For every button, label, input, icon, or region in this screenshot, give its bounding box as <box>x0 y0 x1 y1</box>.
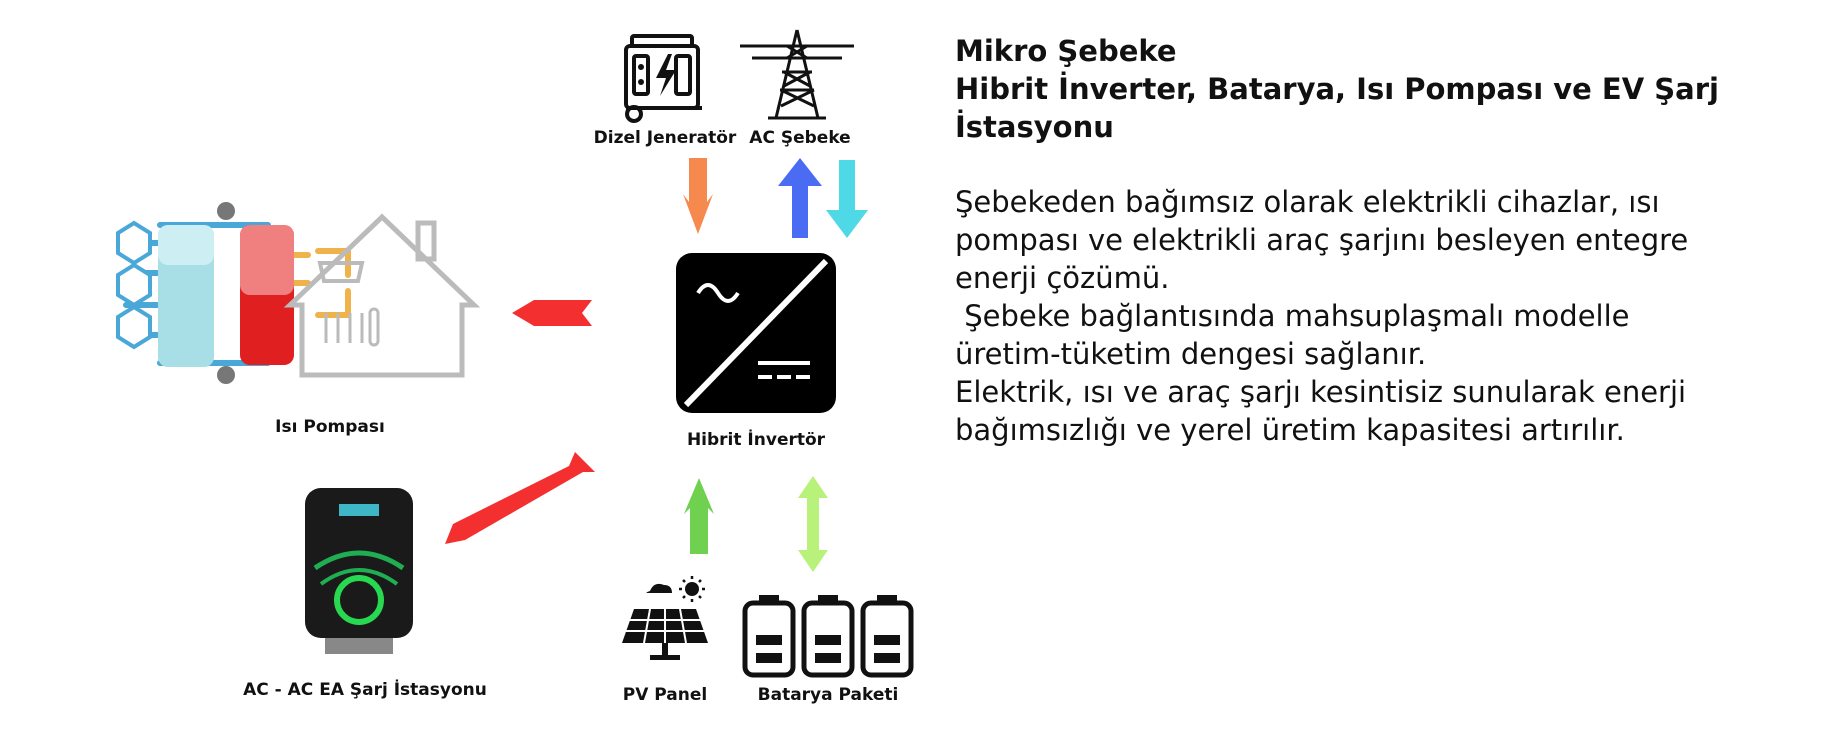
description-line-5: üretim-tüketim dengesi sağlanır. <box>955 337 1427 371</box>
pv-panel-label: PV Panel <box>622 685 708 705</box>
heat-pump-label: Isı Pompası <box>275 417 385 437</box>
inverter-to-grid-arrow <box>778 158 822 238</box>
grid-label: AC Şebeke <box>749 128 851 148</box>
pv-panel-icon <box>622 576 708 660</box>
description-line-4: Şebeke bağlantısında mahsuplaşmalı model… <box>955 299 1630 333</box>
generator-label: Dizel Jeneratör <box>593 128 737 148</box>
inverter-to-heat-pump-arrow <box>512 300 592 326</box>
inverter-to-ev-charger-arrow <box>445 452 595 544</box>
battery-pack-icon <box>742 595 914 678</box>
power-tower-icon <box>740 29 854 120</box>
pv-to-inverter-arrow <box>684 478 714 554</box>
description-line-6: Elektrik, ısı ve araç şarjı kesintisiz s… <box>955 375 1687 409</box>
description-line-1: Şebekeden bağımsız olarak elektrikli cih… <box>955 185 1660 219</box>
ev-charger-label: AC - AC EA Şarj İstasyonu <box>243 680 487 700</box>
diagram-title-line-1: Mikro Şebeke <box>955 34 1177 68</box>
description-block: Şebekeden bağımsız olarak elektrikli cih… <box>955 183 1815 449</box>
title-block: Mikro Şebeke Hibrit İnverter, Batarya, I… <box>955 32 1815 146</box>
description-line-3: enerji çözümü. <box>955 261 1170 295</box>
description-line-7: bağımsızlığı ve yerel üretim kapasitesi … <box>955 413 1625 447</box>
battery-pack-label: Batarya Paketi <box>757 685 899 705</box>
grid-to-inverter-arrow <box>826 160 868 238</box>
diagram-title-line-2: Hibrit İnverter, Batarya, Isı Pompası ve… <box>955 72 1719 106</box>
diesel-generator-icon <box>624 34 702 123</box>
generator-to-inverter-arrow <box>683 158 713 234</box>
ev-charger-illustration <box>305 488 413 654</box>
inverter-label: Hibrit İnvertör <box>686 430 826 450</box>
battery-inverter-bidirectional-arrow <box>798 476 828 572</box>
hybrid-inverter-icon <box>676 253 836 413</box>
diagram-title-line-3: İstasyonu <box>955 110 1114 144</box>
heat-pump-illustration <box>116 202 481 384</box>
description-line-2: pompası ve elektrikli araç şarjını besle… <box>955 223 1689 257</box>
